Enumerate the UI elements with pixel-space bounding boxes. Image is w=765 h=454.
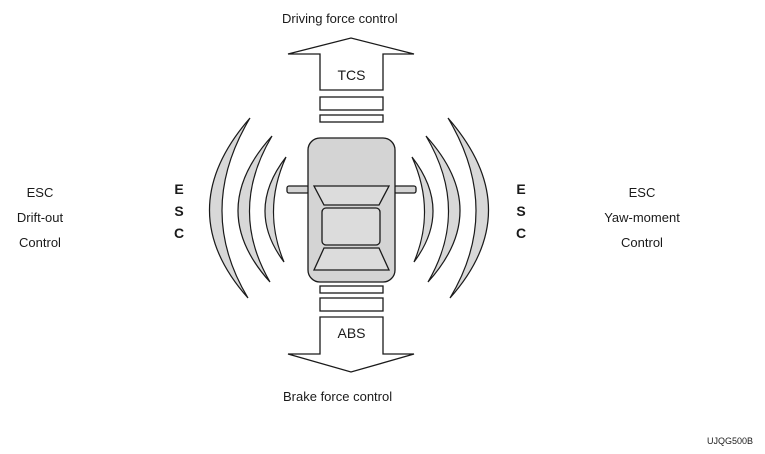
- tcs-label: TCS: [337, 67, 366, 83]
- left-esc-drift-out-label: ESC Drift-out Control: [0, 180, 80, 255]
- right-label-line-2: Yaw-moment: [604, 210, 680, 225]
- right-esc-arcs: [411, 117, 489, 299]
- right-arc-outer: [447, 117, 489, 299]
- left-esc-letter-e: E: [174, 181, 184, 197]
- rear-window: [312, 247, 391, 271]
- left-esc-arcs: [209, 117, 287, 299]
- right-arc-middle: [425, 135, 461, 283]
- left-label-line-2: Drift-out: [16, 210, 64, 225]
- tcs-separator-bar-2: [319, 114, 384, 123]
- right-label-line-3: Control: [621, 235, 663, 250]
- right-label-line-1: ESC: [628, 185, 656, 200]
- brake-force-label: Brake force control: [283, 389, 393, 404]
- right-esc-vertical-label: E S C: [514, 178, 528, 244]
- left-arc-middle: [237, 135, 273, 283]
- right-esc-letter-c: C: [515, 225, 527, 241]
- right-arc-inner: [411, 156, 434, 263]
- car-top-view: [286, 137, 417, 283]
- abs-separator-bar-1: [319, 285, 384, 294]
- figure-code: UJQG500B: [707, 436, 754, 446]
- left-arc-inner: [264, 156, 287, 263]
- brake-force-arrow: [287, 316, 415, 373]
- left-label-line-1: ESC: [26, 185, 54, 200]
- right-esc-yaw-moment-label: ESC Yaw-moment Control: [592, 180, 692, 255]
- windshield: [312, 185, 391, 206]
- left-label-line-3: Control: [19, 235, 61, 250]
- driving-force-arrow: [287, 37, 415, 91]
- driving-force-label: Driving force control: [282, 11, 398, 26]
- abs-separator-bar-2: [319, 297, 384, 312]
- tcs-separator-bar-1: [319, 96, 384, 111]
- left-esc-letter-s: S: [174, 203, 184, 219]
- car-roof: [321, 207, 381, 246]
- left-arc-outer: [209, 117, 251, 299]
- right-esc-letter-e: E: [516, 181, 526, 197]
- left-esc-vertical-label: E S C: [172, 178, 186, 244]
- left-mirror: [286, 185, 310, 194]
- abs-label: ABS: [337, 325, 366, 341]
- right-esc-letter-s: S: [516, 203, 526, 219]
- left-esc-letter-c: C: [173, 225, 185, 241]
- right-mirror: [393, 185, 417, 194]
